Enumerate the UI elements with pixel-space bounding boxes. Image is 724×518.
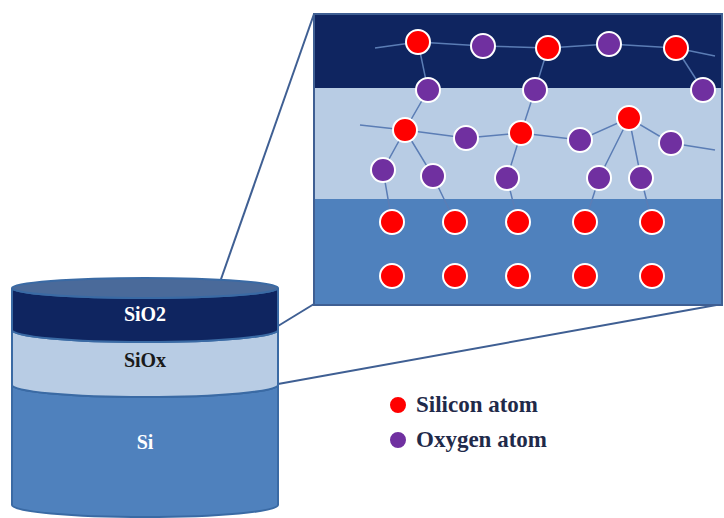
si-layer [12, 385, 278, 517]
legend-swatch [388, 430, 408, 450]
atom [573, 264, 597, 288]
atom [421, 164, 445, 188]
atom [443, 210, 467, 234]
atom [371, 158, 395, 182]
zoom-line [278, 304, 314, 326]
atom [416, 78, 440, 102]
layer-label: SiO2 [124, 303, 166, 326]
atom [523, 78, 547, 102]
atom [568, 128, 592, 152]
atom [617, 106, 641, 130]
legend-text: Oxygen atom [416, 427, 547, 453]
bond-lines [360, 42, 715, 222]
atom [659, 131, 683, 155]
legend-item: Silicon atom [388, 392, 538, 418]
atom [506, 264, 530, 288]
zoom-line [220, 14, 314, 282]
atom [406, 30, 430, 54]
atom [393, 118, 417, 142]
atom [597, 32, 621, 56]
siox-band: SiOx [12, 338, 278, 382]
si-band: Si [12, 392, 278, 492]
layer-label: Si [137, 431, 154, 454]
zoom-line [278, 304, 722, 384]
legend-item: Oxygen atom [388, 427, 547, 453]
atom [506, 210, 530, 234]
zoom-frame [314, 14, 722, 305]
sio2-band: SiO2 [12, 296, 278, 332]
atom [380, 264, 404, 288]
atom [509, 121, 533, 145]
atom [536, 36, 560, 60]
atom [495, 166, 519, 190]
legend-text: Silicon atom [416, 392, 538, 418]
atom [573, 210, 597, 234]
atom [380, 210, 404, 234]
atom [587, 166, 611, 190]
atoms [371, 30, 715, 288]
zoom-si [314, 199, 722, 305]
cylinder-top [12, 278, 278, 298]
atom [640, 210, 664, 234]
atom [640, 264, 664, 288]
zoom-sio2 [314, 14, 722, 88]
legend-swatch [388, 395, 408, 415]
atom [691, 78, 715, 102]
zoom-siox [314, 88, 722, 199]
atom [443, 264, 467, 288]
layer-label: SiOx [124, 349, 166, 372]
atom [454, 126, 478, 150]
atom [471, 34, 495, 58]
atom [629, 166, 653, 190]
atom [664, 36, 688, 60]
